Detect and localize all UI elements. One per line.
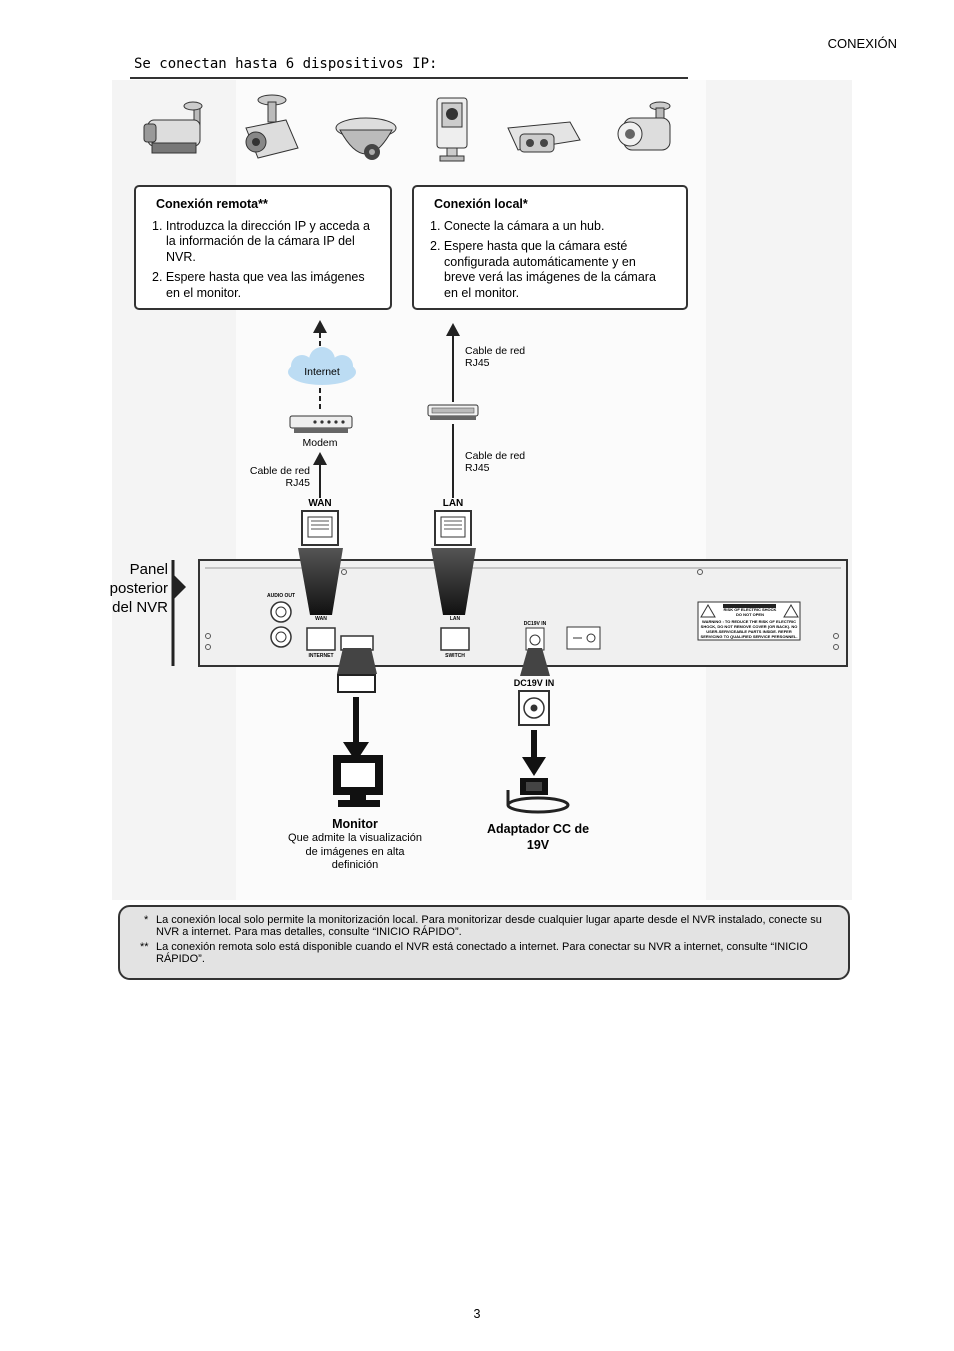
local-connection-title: Conexión local* (434, 197, 528, 211)
adapter-arrow-head (522, 757, 546, 776)
note-remote-mark: ** (140, 941, 149, 953)
remote-step-2: 2. Espere hasta que vea las imágenes en … (152, 270, 365, 300)
pan-tilt-camera-icon (245, 94, 299, 159)
dome-camera-icon (335, 117, 397, 160)
internet-cloud-icon (288, 347, 356, 385)
audio-out-label: AUDIO OUT (266, 593, 296, 599)
wan-jack-icon (301, 510, 339, 546)
wan-arrow-head (313, 452, 327, 465)
warning-body-text: WARNING : TO REDUCE THE RISK OF ELECTRIC… (700, 619, 798, 639)
title-rule (130, 77, 688, 79)
bullet-camera-icon (143, 101, 203, 154)
hdmi-port (340, 635, 374, 651)
lan-jack-icon (434, 510, 472, 546)
audio-out-connectors (270, 601, 292, 648)
internet-port (306, 627, 336, 651)
note-local: * La conexión local solo permite la moni… (140, 914, 834, 938)
port-internet-label: INTERNET (308, 653, 334, 659)
monitor-title: Monitor (332, 817, 378, 831)
local-connection-box: Conexión local* 1. Conecte la cámara a u… (412, 185, 688, 310)
remote-connection-title: Conexión remota** (156, 197, 268, 211)
wan-cable-label: Cable de red RJ45 (249, 465, 310, 489)
monitor-arrow-head (343, 742, 369, 762)
wan-jack-label: WAN (308, 498, 332, 509)
dc-port (525, 627, 545, 651)
note-remote: ** La conexión remota solo está disponib… (140, 941, 834, 965)
lan-funnel (431, 548, 476, 615)
local-arrow-head (446, 323, 460, 336)
note-remote-text: La conexión remota solo está disponible … (156, 941, 808, 965)
rear-panel-label: Panel posterior del NVR (109, 561, 168, 616)
page-subtitle: Se conectan hasta 6 dispositivos IP: (134, 56, 438, 72)
notes-box: * La conexión local solo permite la moni… (118, 905, 850, 980)
modem-label: Modem (302, 437, 338, 449)
warning-risk-text: RISK OF ELECTRIC SHOCK DO NOT OPEN (723, 607, 777, 617)
hub-cable-label-bottom: Cable de red RJ45 (465, 450, 526, 474)
power-adapter-icon (506, 778, 570, 814)
panel-bracket (171, 560, 186, 666)
hdmi-plug (337, 674, 376, 693)
ceiling-camera-icon (507, 121, 581, 153)
cube-camera-icon (436, 97, 468, 162)
lan-jack-label: LAN (442, 498, 464, 509)
hub-cable-label-top: Cable de red RJ45 (465, 345, 526, 369)
wan-funnel (298, 548, 343, 615)
dc-jack-icon (518, 690, 550, 726)
port-switch-label: SWITCH (445, 653, 465, 659)
port-lan-label: LAN (449, 616, 461, 622)
monitor-icon (333, 755, 383, 807)
monitor-description: Que admite la visualización de imágenes … (288, 832, 422, 871)
port-wan-label: WAN (315, 616, 327, 622)
page-number: 3 (473, 1307, 481, 1321)
dc-funnel (520, 648, 550, 676)
local-step-2: 2. Espere hasta que la cámara esté confi… (430, 239, 656, 300)
internet-label: Internet (304, 366, 340, 378)
adapter-title: Adaptador CC de 19V (486, 822, 590, 852)
warning-label (697, 601, 801, 641)
note-local-text: La conexión local solo permite la monito… (156, 914, 822, 938)
power-switch (566, 626, 601, 650)
box-camera-icon (617, 101, 671, 151)
remote-step-1: 1. Introduzca la dirección IP y acceda a… (152, 218, 370, 264)
hub-icon (427, 404, 479, 420)
local-step-1: 1. Conecte la cámara a un hub. (430, 218, 605, 233)
remote-connection-box: Conexión remota** 1. Introduzca la direc… (134, 185, 392, 310)
port-dc-label: DC19V IN (523, 621, 547, 627)
hdmi-funnel (337, 648, 377, 674)
note-local-mark: * (144, 914, 149, 926)
remote-arrow-head (313, 320, 327, 333)
switch-port (440, 627, 470, 651)
dc-jack-label: DC19V IN (513, 678, 555, 688)
modem-icon (289, 415, 353, 433)
section-header: CONEXIÓN (827, 36, 897, 51)
